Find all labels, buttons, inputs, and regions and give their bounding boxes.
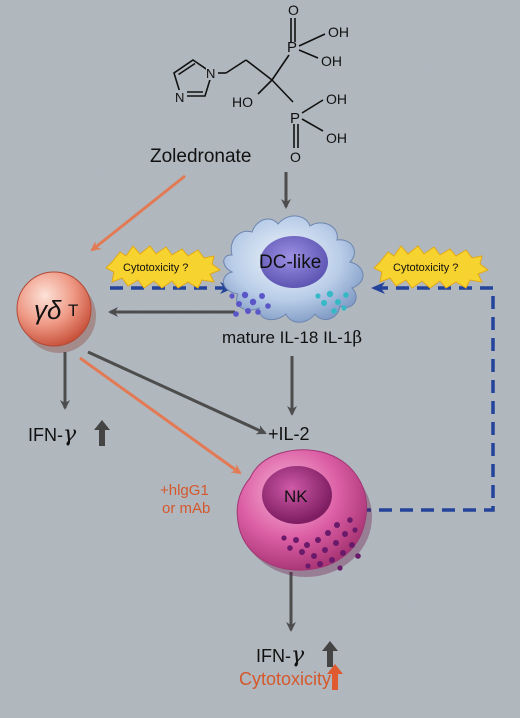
phosphorus-atom-2: P: [290, 110, 300, 127]
nk-nucleus: [262, 466, 332, 524]
nk-cell: NK: [236, 449, 372, 577]
hlgg1-label-1: +hlgG1: [160, 482, 209, 499]
cytokines-text: mature IL-18 IL-1: [222, 328, 352, 347]
zoledronate-label: Zoledronate: [150, 146, 251, 167]
oxygen-atom-top: O: [288, 2, 299, 18]
arrow-gdt-to-il2: [87, 350, 267, 435]
dc-granules-purple: [229, 291, 271, 317]
ifn-nk-label: IFN-γ: [256, 643, 305, 668]
ifn-nk-gamma: γ: [291, 643, 305, 668]
dc-nucleus: [260, 236, 328, 288]
n-atom-bg-2: [175, 90, 187, 104]
nk-granules: [281, 517, 361, 571]
zoledronate-structure: [173, 18, 326, 148]
cytotoxicity-right-label: Cytotoxicity ?: [393, 262, 458, 274]
arrow-zoledronate-to-gdt: [90, 174, 186, 252]
bond-c-p1: [271, 54, 290, 81]
ring-double-bond: [178, 62, 196, 76]
bond-p2-oh4: [301, 118, 324, 132]
arrow-gdt-to-nk: [79, 356, 242, 475]
bond-ch2-c: [245, 59, 273, 81]
ifn-gdt-gamma: γ: [63, 422, 77, 447]
nitrogen-atom-1: N: [206, 66, 215, 81]
dc-like-cell: DC-like: [223, 215, 364, 323]
ifn-gamma-gdt: IFN-γ: [28, 420, 110, 447]
bond-p2-oh3: [301, 99, 324, 114]
phosphorus-atom-1: P: [287, 39, 297, 56]
cytokines-beta: β: [352, 328, 362, 348]
nk-label: NK: [284, 487, 308, 506]
bond-c-p2: [271, 79, 294, 103]
bond-p1-oh1: [298, 33, 326, 47]
bond-c-oh: [257, 79, 273, 95]
cytotoxicity-nk: Cytotoxicity: [239, 664, 343, 690]
n-atom-bg: [206, 66, 218, 80]
gdt-t-label: T: [68, 301, 78, 320]
cytotoxicity-starburst-left: Cytotoxicity ?: [105, 245, 222, 289]
nitrogen-atom-2: N: [175, 90, 184, 105]
cytotoxicity-starburst-right: Cytotoxicity ?: [373, 245, 490, 289]
hydroxyl-1: OH: [328, 24, 349, 40]
ifn-nk-up-arrow-icon: [322, 641, 338, 667]
arrows: [60, 172, 495, 632]
gamma-delta-t-cell: γδ T: [16, 271, 96, 353]
cytotoxicity-up-arrow-icon: [327, 664, 343, 690]
oxygen-atom-bottom: O: [290, 149, 301, 165]
cytokines-label: mature IL-18 IL-1β: [222, 328, 362, 348]
dc-label: DC-like: [259, 252, 321, 273]
ifn-gamma-nk: IFN-γ: [256, 641, 338, 668]
bond-p1-oh2: [298, 49, 319, 59]
dc-granules-cyan: [315, 290, 349, 314]
ifn-gdt-up-arrow-icon: [94, 420, 110, 446]
cytotoxicity-bottom-label: Cytotoxicity: [239, 669, 331, 689]
bond-ch2-a: [225, 59, 247, 74]
hlgg1-label-2: or mAb: [162, 500, 210, 517]
gdt-greek-label: γδ: [34, 295, 62, 325]
cytotoxicity-left-label: Cytotoxicity ?: [123, 262, 188, 274]
il2-label: +IL-2: [268, 424, 310, 444]
hydroxyl-4: OH: [326, 130, 347, 146]
ifn-nk-text: IFN-: [256, 646, 291, 666]
hydroxyl-ho: HO: [232, 94, 253, 110]
hydroxyl-2: OH: [321, 53, 342, 69]
ifn-gdt-label: IFN-γ: [28, 422, 77, 447]
zoledronate-atoms: N N O P OH OH HO P OH OH O: [175, 2, 349, 165]
dashed-arrow-nk-to-dc: [358, 282, 495, 512]
ifn-gdt-text: IFN-: [28, 425, 63, 445]
hydroxyl-3: OH: [326, 91, 347, 107]
